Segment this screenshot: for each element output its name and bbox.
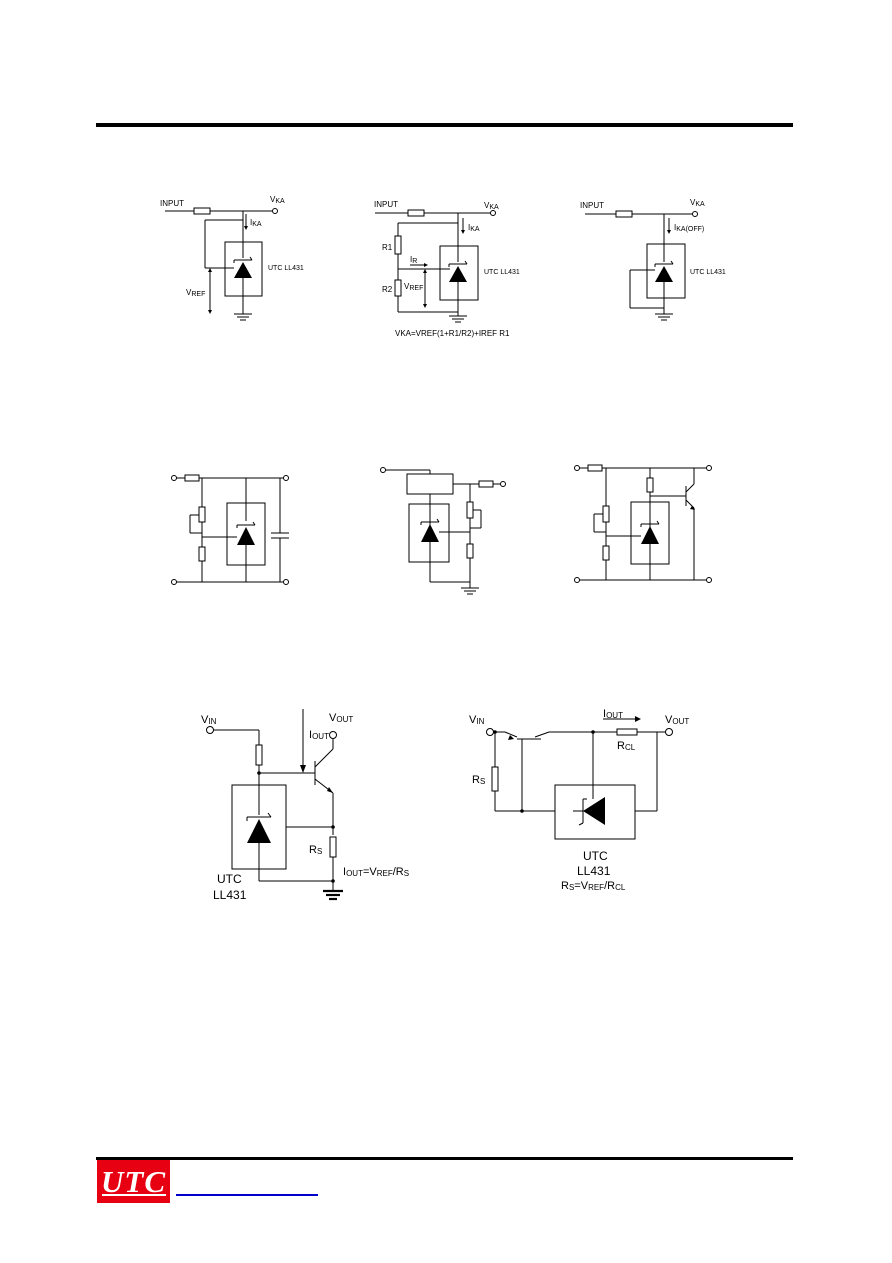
rcl-label: RCL: [617, 740, 636, 752]
vka-label: VKA: [270, 195, 285, 205]
device-label: UTC LL431: [268, 265, 304, 272]
test-circuit-vka-equals-vref: INPUT VKA IKA UTC LL431 VREF: [160, 195, 304, 321]
vin-label: VIN: [201, 714, 217, 726]
formula: RS=VREF/RCL: [561, 880, 626, 892]
utc-logo: UTC: [97, 1160, 170, 1203]
utc-label: UTC: [583, 849, 608, 863]
iout-label: IOUT: [309, 729, 329, 741]
test-circuit-vka-greater-than-vref: INPUT VKA IKA R1 R2 IR VREF UTC LL431 VK…: [374, 200, 520, 338]
vref-label: VREF: [404, 282, 423, 292]
part-label: LL431: [577, 864, 611, 878]
formula: VKA=VREF(1+R1/R2)+IREF R1: [395, 329, 510, 338]
input-label: INPUT: [374, 200, 398, 209]
series-pass-regulator-circuit: [574, 464, 712, 583]
vout-label: VOUT: [329, 712, 353, 724]
shunt-regulator-circuit: [171, 474, 289, 585]
r1-label: R1: [382, 243, 393, 252]
rs-label: RS: [472, 774, 485, 786]
constant-current-source-circuit: VIN VOUT IOUT RS UTC LL431 IOUT=VREF/RS: [201, 709, 409, 902]
r2-label: R2: [382, 285, 393, 294]
ika-label: IKA: [468, 223, 480, 233]
vout-label: VOUT: [665, 714, 689, 726]
logo-text: UTC: [101, 1164, 166, 1199]
footer-rule: [96, 1157, 793, 1160]
ika-off-label: IKA(OFF): [674, 223, 704, 233]
ika-label: IKA: [250, 218, 262, 228]
test-circuit-off-state-current: INPUT VKA IKA(OFF) UTC LL431: [580, 198, 726, 321]
current-limiter-circuit: VIN IOUT VOUT RCL RS UTC LL431 RS=VREF/R…: [469, 708, 689, 892]
vka-label: VKA: [690, 198, 705, 208]
device-label: UTC LL431: [484, 269, 520, 276]
iref-label: IR: [410, 255, 417, 265]
part-label: LL431: [213, 888, 247, 902]
vref-label: VREF: [186, 288, 205, 298]
rs-label: RS: [309, 844, 322, 856]
iout-label: IOUT: [603, 708, 623, 720]
vka-label: VKA: [484, 201, 499, 211]
input-label: INPUT: [160, 199, 184, 208]
logo-underline: [102, 1194, 166, 1196]
header-rule: [96, 123, 793, 127]
utc-label: UTC: [217, 872, 242, 886]
input-label: INPUT: [580, 201, 604, 210]
footer-link-underline[interactable]: [176, 1194, 318, 1196]
device-label: UTC LL431: [690, 269, 726, 276]
formula: IOUT=VREF/RS: [343, 866, 409, 878]
vin-label: VIN: [469, 714, 485, 726]
high-current-shunt-circuit: [380, 467, 506, 595]
